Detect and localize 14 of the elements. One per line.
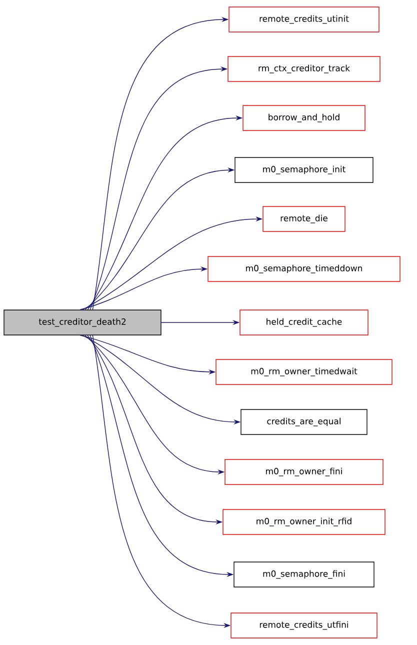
function-box: remote_die (262, 206, 346, 232)
function-box: remote_credits_utinit (228, 6, 380, 32)
function-box: held_credit_cache (240, 310, 368, 336)
function-box: borrow_and_hold (242, 105, 366, 131)
function-box: remote_credits_utfini (230, 612, 378, 638)
caller-box: test_creditor_death2 (4, 310, 162, 336)
function-box: m0_semaphore_fini (234, 562, 374, 588)
function-box: m0_semaphore_init (234, 157, 374, 183)
function-box: m0_rm_owner_init_rfid (222, 509, 386, 535)
function-box: m0_rm_owner_timedwait (216, 359, 392, 385)
function-box: credits_are_equal (240, 409, 368, 435)
function-box: rm_ctx_creditor_track (228, 56, 380, 82)
function-box: m0_rm_owner_fini (224, 459, 384, 485)
function-box: m0_semaphore_timeddown (208, 256, 400, 282)
